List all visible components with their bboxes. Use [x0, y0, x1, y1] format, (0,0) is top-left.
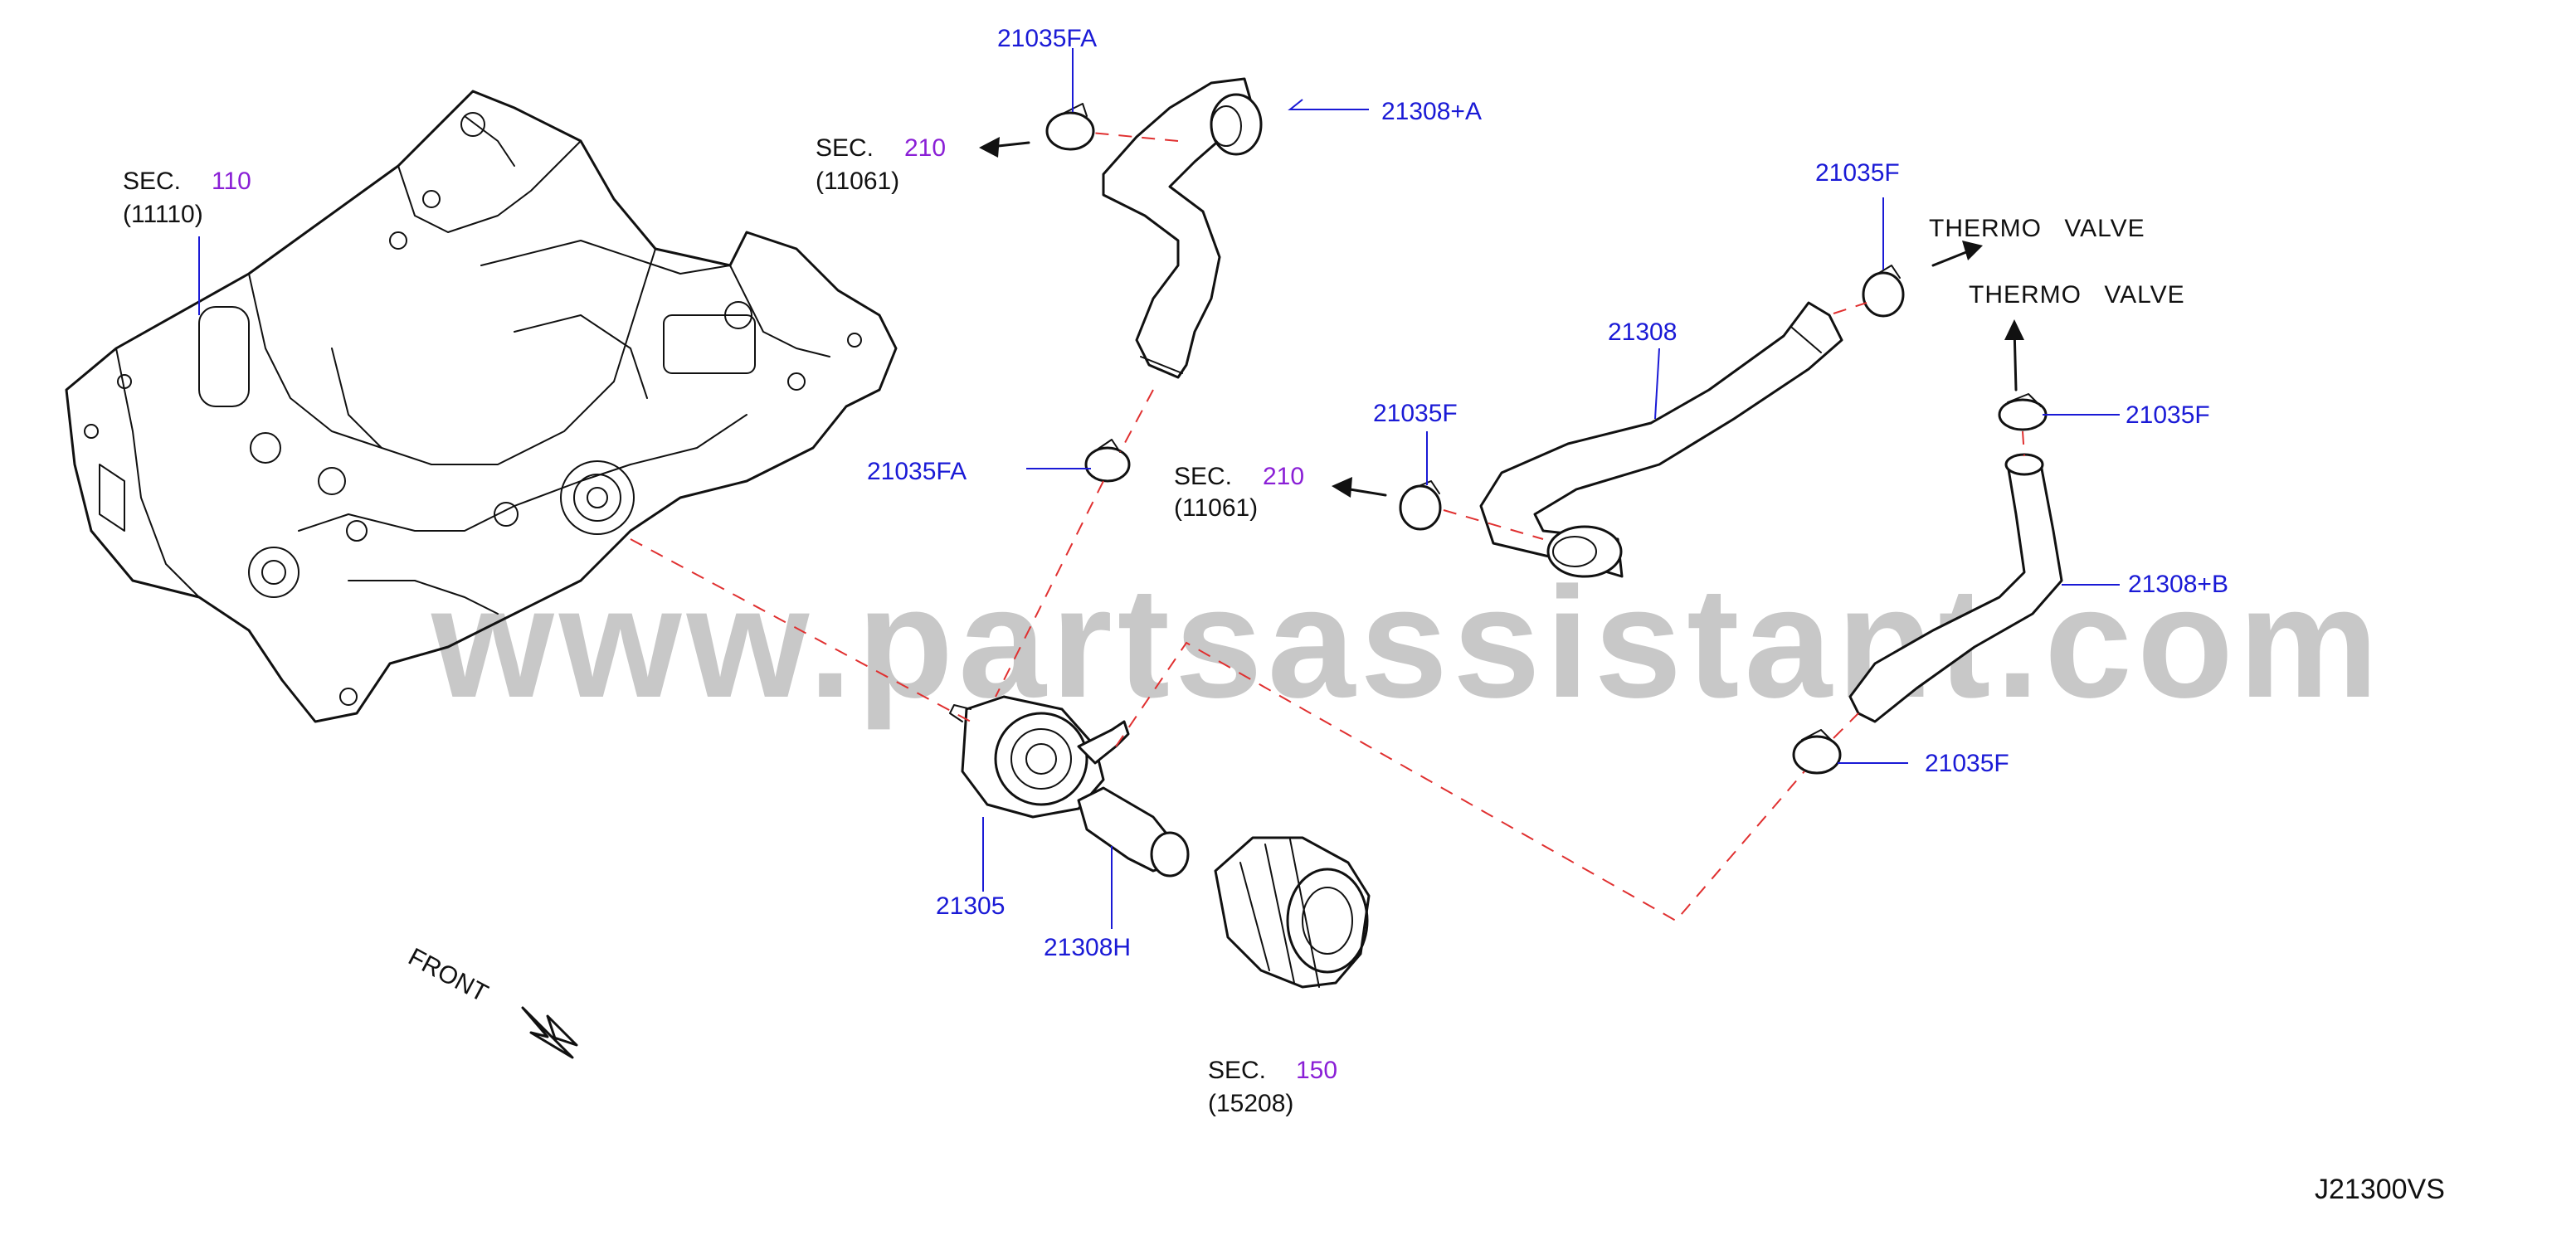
- label-21308: 21308: [1608, 318, 1677, 346]
- engine-block-drawing: [65, 90, 898, 723]
- labels: 21035FA 21308+A SEC. 210 (11061) SEC. 11…: [123, 25, 2445, 1205]
- diagram-code: J21300VS: [2315, 1174, 2445, 1205]
- hose-21308a-drawing: [1102, 77, 1263, 379]
- label-21035fa-mid: 21035FA: [867, 458, 967, 485]
- reference-dash-lines: [630, 132, 2025, 922]
- front-label: FRONT: [404, 943, 493, 1008]
- sec150-prefix: SEC.: [1208, 1057, 1266, 1084]
- clamp-right: [1998, 393, 2048, 431]
- leader-lines: [198, 48, 2120, 929]
- front-arrow-icon: [521, 1006, 578, 1059]
- label-21035f-left: 21035F: [1373, 400, 1458, 427]
- sec210a-number: 210: [904, 134, 946, 162]
- sec110-prefix: SEC.: [123, 168, 181, 195]
- sec110-code: (11110): [123, 201, 203, 228]
- thermo-valve-1: THERMO VALVE: [1929, 215, 2145, 242]
- label-21035f-top: 21035F: [1815, 159, 1900, 187]
- sec210b-code: (11061): [1174, 494, 1258, 522]
- label-21308a: 21308+A: [1381, 98, 1482, 125]
- label-21305: 21305: [936, 892, 1005, 920]
- sec210b-prefix: SEC.: [1174, 463, 1232, 490]
- label-21308h: 21308H: [1044, 934, 1131, 961]
- thermo-valve-2: THERMO VALVE: [1969, 281, 2185, 309]
- watermark: www.partsassistant.com: [431, 555, 2384, 731]
- label-21308b: 21308+B: [2128, 571, 2228, 598]
- oil-filter-drawing: [1214, 836, 1371, 989]
- label-21035f-right: 21035F: [2126, 401, 2210, 429]
- sec210a-code: (11061): [816, 168, 899, 195]
- hose-21308-drawing: [1479, 301, 1843, 578]
- flow-arrows: [979, 137, 2024, 498]
- label-21035fa-top: 21035FA: [997, 25, 1097, 52]
- clamp-bottom: [1792, 729, 1842, 775]
- label-21035f-bottom: 21035F: [1925, 750, 2009, 777]
- clamps-drawing: [1045, 103, 2048, 775]
- hose-21308b-drawing: [1848, 453, 2063, 723]
- clamp-mid-left: [1084, 439, 1131, 483]
- clamp-left-21308: [1399, 480, 1442, 531]
- connector-21308h-drawing: [1077, 786, 1190, 878]
- sec150-code: (15208): [1208, 1090, 1293, 1117]
- sec210b-number: 210: [1263, 463, 1304, 490]
- sec110-number: 110: [212, 168, 251, 195]
- clamp-top-left: [1045, 103, 1095, 151]
- sec210a-prefix: SEC.: [816, 134, 874, 162]
- oil-cooler-21305-drawing: [949, 695, 1130, 819]
- sec150-number: 150: [1296, 1057, 1337, 1084]
- clamp-top-right: [1862, 265, 1905, 318]
